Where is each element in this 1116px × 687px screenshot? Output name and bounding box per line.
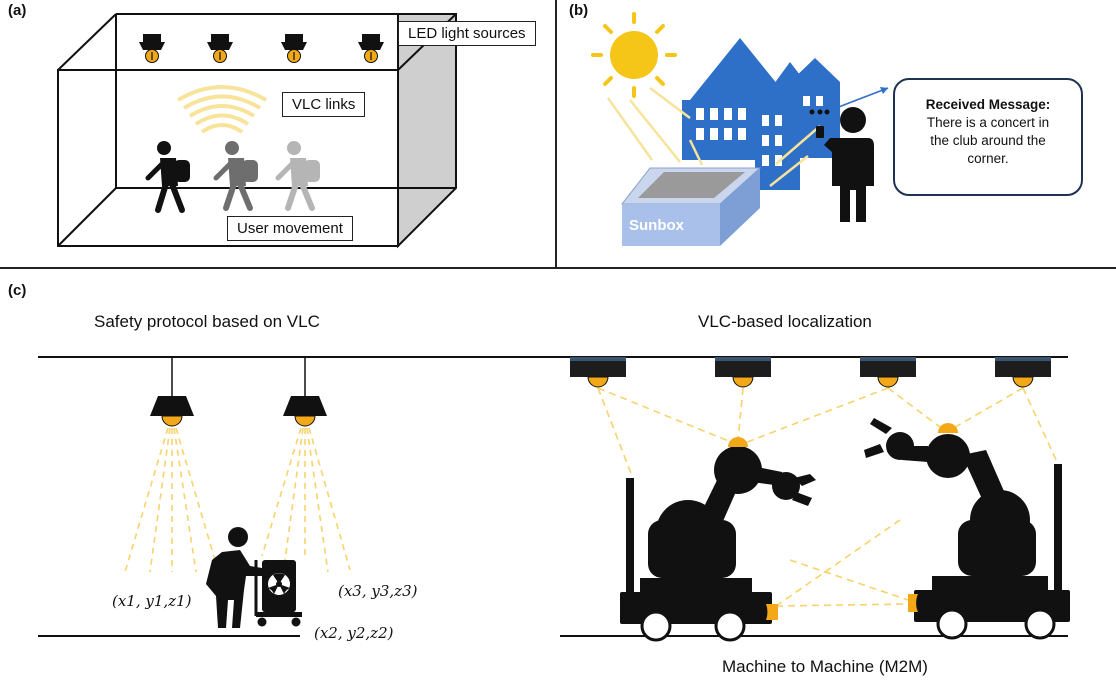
led-lamp-1-icon xyxy=(139,34,165,63)
sunlight-rays xyxy=(606,87,821,187)
ceiling-lamp-2-icon xyxy=(715,357,771,388)
received-message-line-2: the club around the xyxy=(930,133,1046,148)
vlc-wave-icon xyxy=(176,85,268,134)
user-walking-mid-icon xyxy=(213,141,258,211)
sun-icon xyxy=(591,12,677,98)
receiver-person-icon xyxy=(809,107,874,222)
user-walking-dark-icon xyxy=(145,141,190,213)
m2m-caption: Machine to Machine (M2M) xyxy=(722,657,928,676)
ceiling-lamp-3-icon xyxy=(860,357,916,388)
sunbox-icon xyxy=(620,167,762,246)
coordinate-3-label: (x3, y3,z3) xyxy=(338,582,418,600)
user-walking-light-icon xyxy=(275,141,320,211)
ceiling-lamp-right-icon xyxy=(283,357,327,427)
ceiling-lamp-4-icon xyxy=(995,357,1051,388)
led-lamp-4-icon xyxy=(358,34,384,63)
user-movement-label: User movement xyxy=(227,216,353,241)
led-light-sources xyxy=(139,34,384,63)
vlc-links-label: VLC links xyxy=(282,92,366,117)
sunlight-ray-6 xyxy=(775,125,821,165)
message-arrow xyxy=(835,87,889,109)
robot-arm-right-icon xyxy=(864,418,1070,640)
coordinate-1-label: (x1, y1,z1) xyxy=(112,592,192,610)
ceiling-lamp-left-icon xyxy=(150,357,194,427)
led-lamp-2-icon xyxy=(207,34,233,63)
led-light-sources-label: LED light sources xyxy=(398,21,536,46)
panel-c-tag: (c) xyxy=(8,282,27,299)
received-message-box: Received Message: There is a concert in … xyxy=(893,78,1083,196)
sunbox-label: Sunbox xyxy=(629,217,684,234)
sunlight-ray-3 xyxy=(649,87,691,119)
vlc-localization-caption: VLC-based localization xyxy=(698,312,872,331)
building-icon xyxy=(682,38,840,190)
light-beams-left xyxy=(124,427,351,573)
sunlight-ray-5 xyxy=(769,155,809,187)
safety-protocol-caption: Safety protocol based on VLC xyxy=(94,312,320,331)
localization-beams xyxy=(597,387,1059,607)
panel-a-tag: (a) xyxy=(8,2,27,19)
sunlight-ray-2 xyxy=(629,99,681,163)
received-message-line-1: There is a concert in xyxy=(926,115,1050,130)
received-message-title: Received Message: xyxy=(925,97,1051,112)
message-arrowhead xyxy=(880,87,888,94)
panel-b-tag: (b) xyxy=(569,2,589,19)
robot-arm-left-icon xyxy=(620,437,816,642)
worker-with-hazard-cart-icon xyxy=(206,527,302,628)
ceiling-lamps-localization xyxy=(570,357,1051,388)
led-lamp-3-icon xyxy=(281,34,307,63)
sunlight-ray-1 xyxy=(606,97,654,161)
coordinate-2-label: (x2, y2,z2) xyxy=(314,624,394,642)
ceiling-lamp-1-icon xyxy=(570,357,626,388)
panel-a-room xyxy=(57,13,457,249)
sunlight-ray-4 xyxy=(688,139,704,166)
received-message-line-3: corner. xyxy=(967,151,1009,166)
